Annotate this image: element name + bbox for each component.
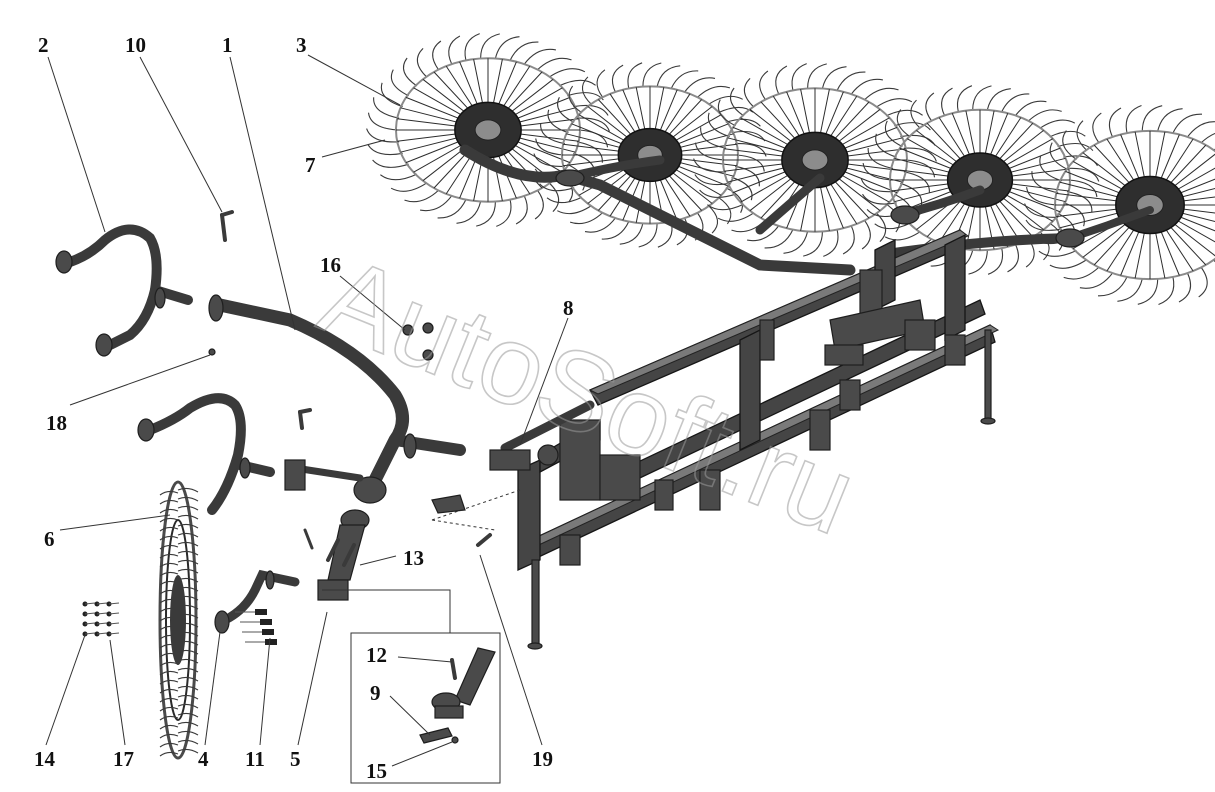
callout-2: 2	[38, 33, 49, 57]
main-frame	[489, 229, 1000, 650]
callout-1: 1	[222, 33, 233, 57]
callout-18: 18	[46, 411, 67, 435]
callout-4: 4	[198, 747, 209, 771]
callout-13: 13	[403, 546, 424, 570]
callout-10: 10	[125, 33, 146, 57]
callout-16: 16	[320, 253, 341, 277]
callout-11: 11	[245, 747, 265, 771]
callout-3: 3	[296, 33, 307, 57]
bracket-8	[431, 494, 492, 547]
callout-17: 17	[113, 747, 134, 771]
callout-7: 7	[305, 153, 316, 177]
callout-6: 6	[44, 527, 55, 551]
callout-labels: 2 10 1 3 7 16 8 18 6 13 12 9 15 14 17 4 …	[34, 33, 574, 783]
bolts-16	[402, 322, 434, 361]
rake-wheel	[693, 63, 937, 257]
callout-14: 14	[34, 747, 56, 771]
callout-8: 8	[563, 296, 574, 320]
rake-wheel	[533, 62, 767, 248]
hub-arm-4	[214, 569, 300, 634]
curved-arm-2	[55, 224, 193, 357]
curved-arm-6	[137, 393, 275, 515]
rake-wheel-side	[158, 480, 199, 760]
rotor-arm-1	[208, 294, 466, 504]
callout-15: 15	[366, 759, 387, 783]
callout-9: 9	[370, 681, 381, 705]
pins-10-18	[208, 210, 312, 430]
callout-19: 19	[532, 747, 553, 771]
leader-lines	[45, 54, 569, 767]
callout-5: 5	[290, 747, 301, 771]
inset-detail	[350, 632, 501, 784]
wheel-arm-beam	[459, 144, 1154, 276]
rake-wheel	[366, 33, 610, 227]
callout-12: 12	[366, 643, 387, 667]
stem-assembly-5	[303, 509, 370, 601]
bolt-sets	[82, 601, 277, 645]
